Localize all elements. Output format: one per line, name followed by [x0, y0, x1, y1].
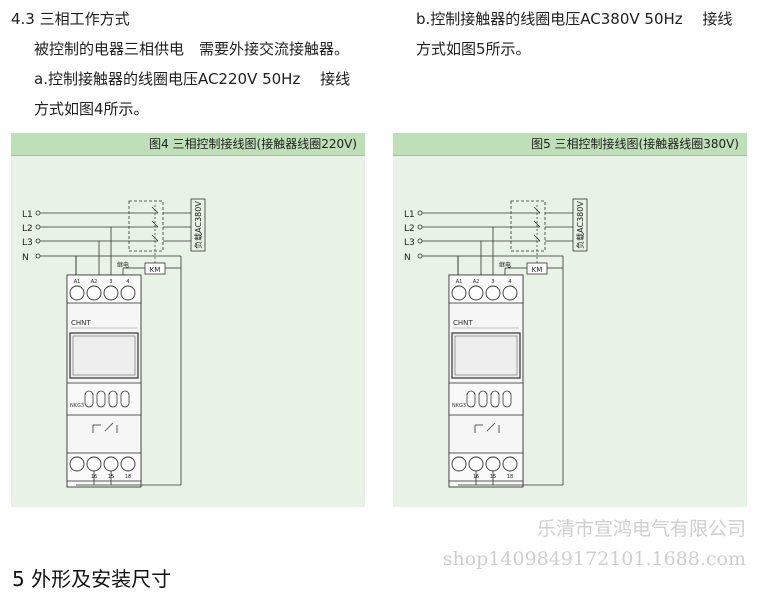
load-box [190, 198, 206, 252]
terminal-dot [35, 253, 41, 259]
contact-switch [151, 220, 159, 228]
screw-terminal [103, 285, 119, 301]
section-heading-5: 5 外形及安装尺寸 [12, 567, 172, 591]
figure-title-bar: 图5 三相控制接线图(接触器线圈380V) [393, 133, 747, 156]
screw-terminal [468, 285, 484, 301]
relay-symbol [486, 422, 496, 432]
figure-title: 图4 三相控制接线图(接触器线圈220V) [149, 137, 357, 151]
screw-terminal [69, 456, 85, 472]
terminal-label: 3 [491, 279, 494, 285]
screw-terminal [120, 285, 136, 301]
paragraph-line: 方式如图4所示。 [34, 100, 149, 118]
screw-terminal [502, 285, 518, 301]
load-box [572, 198, 588, 252]
screw-terminal [468, 456, 484, 472]
phase-label: N [404, 253, 411, 263]
screw-terminal [86, 456, 102, 472]
terminal-dot [417, 224, 423, 230]
device-button [466, 390, 476, 408]
model-label: NKG3 [452, 403, 466, 409]
brand-label: CHNT [71, 319, 91, 327]
phase-label: L3 [404, 238, 415, 248]
device-button [502, 390, 512, 408]
paragraph-line: 方式如图5所示。 [416, 40, 531, 58]
screw-terminal [451, 285, 467, 301]
terminal-label: A1 [74, 279, 81, 285]
wiring-diagram: L1L2L3N负载AC380VKM继电A1A234CHNTNKG3161518 [404, 198, 588, 488]
terminal-label: 4 [508, 279, 511, 285]
relay-symbol [104, 422, 114, 432]
screw-terminal [86, 285, 102, 301]
device-button [108, 390, 118, 408]
terminal-label: 18 [507, 474, 513, 480]
terminal-label: 3 [109, 279, 112, 285]
screw-terminal [120, 456, 136, 472]
phase-label: L2 [22, 224, 33, 234]
phase-label: L2 [404, 224, 415, 234]
km-coil [144, 262, 166, 275]
device-button [490, 390, 500, 408]
paragraph-line: a.控制接触器的线圈电压AC220V 50Hz 接线 [34, 70, 351, 88]
watermark-company: 乐清市宣鸿电气有限公司 [536, 518, 746, 540]
wiring-diagram: L1L2L3N负载AC380VKM继电A1A234CHNTNKG3161518 [22, 198, 206, 488]
relay-label: 继电 [117, 261, 129, 269]
phase-label: L1 [404, 210, 415, 220]
terminal-dot [35, 238, 41, 244]
contact-switch [533, 220, 541, 228]
lcd-screen [69, 332, 139, 379]
phase-label: N [22, 253, 29, 263]
terminal-dot [417, 253, 423, 259]
brand-label: CHNT [453, 319, 473, 327]
screw-terminal [103, 456, 119, 472]
relay-label: 继电 [499, 261, 511, 269]
device-button [84, 390, 94, 408]
terminal-dot [35, 224, 41, 230]
lcd-inner-frame [72, 335, 136, 376]
model-label: NKG3 [70, 403, 84, 409]
phase-label: L3 [22, 238, 33, 248]
terminal-dot [417, 210, 423, 216]
load-label: 负载AC380V [193, 201, 203, 249]
paragraph-line: 被控制的电器三相供电 需要外接交流接触器。 [34, 40, 350, 58]
timer-device-body [448, 274, 524, 488]
terminal-dot [417, 238, 423, 244]
device-button [478, 390, 488, 408]
km-label: KM [532, 266, 543, 274]
phase-label: L1 [22, 210, 33, 220]
km-coil [526, 262, 548, 275]
lcd-inner-frame [454, 335, 518, 376]
watermark-shop-url: shop1409849172101.1688.com [442, 548, 746, 570]
device-button [96, 390, 106, 408]
lcd-screen [451, 332, 521, 379]
contactor-dashed-box [510, 200, 546, 252]
screw-terminal [485, 456, 501, 472]
screw-terminal [502, 456, 518, 472]
terminal-label: 4 [126, 279, 129, 285]
terminal-label: 18 [125, 474, 131, 480]
terminal-dot [35, 210, 41, 216]
terminal-label: A2 [473, 279, 480, 285]
screw-terminal [451, 456, 467, 472]
device-button [120, 390, 130, 408]
terminal-label: A1 [456, 279, 463, 285]
figure-title: 图5 三相控制接线图(接触器线圈380V) [531, 137, 739, 151]
section-heading-4-3: 4.3 三相工作方式 [11, 10, 130, 28]
timer-device-body [66, 274, 142, 488]
screw-terminal [69, 285, 85, 301]
km-label: KM [150, 266, 161, 274]
screw-terminal [485, 285, 501, 301]
load-label: 负载AC380V [575, 201, 585, 249]
terminal-label: A2 [91, 279, 98, 285]
paragraph-line: b.控制接触器的线圈电压AC380V 50Hz 接线 [416, 10, 733, 28]
figure-title-bar: 图4 三相控制接线图(接触器线圈220V) [11, 133, 365, 156]
contactor-dashed-box [128, 200, 164, 252]
